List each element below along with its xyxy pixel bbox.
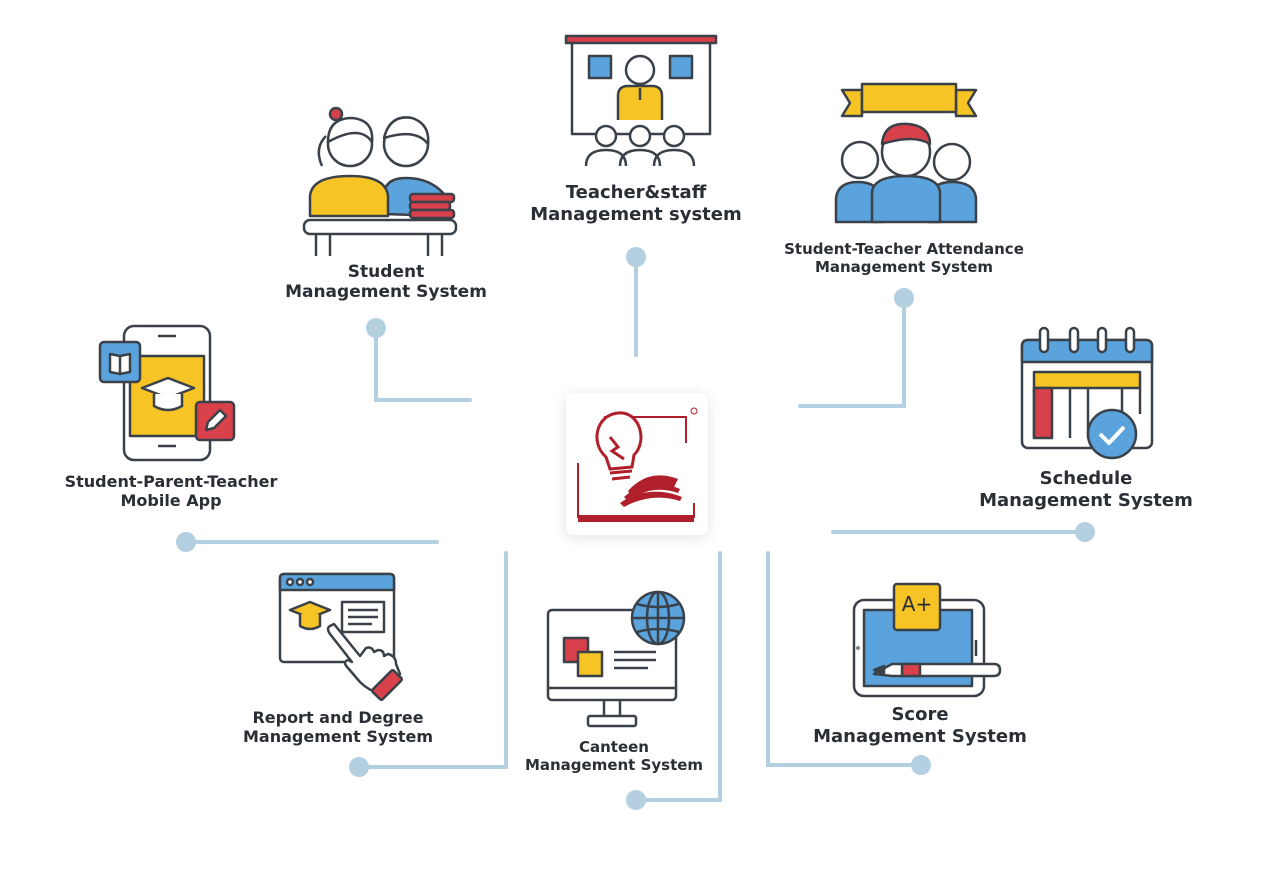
tablet-grade-icon <box>852 582 1002 698</box>
node-score <box>911 755 931 775</box>
connector-report <box>357 551 508 769</box>
browser-click-report-icon <box>278 572 403 701</box>
label-student-line2: Management System <box>285 282 487 303</box>
classroom-presentation-icon <box>564 34 718 167</box>
center-logo-card <box>566 393 708 535</box>
label-canteen: Canteen Management System <box>504 738 724 774</box>
label-attendance-line2: Management System <box>814 258 994 276</box>
node-report <box>349 757 369 777</box>
node-schedule <box>1075 522 1095 542</box>
label-schedule-line1: Schedule <box>1039 468 1133 489</box>
label-report-line1: Report and Degree <box>252 708 424 727</box>
label-attendance: Student-Teacher Attendance Management Sy… <box>770 240 1038 276</box>
students-at-desk-icon <box>302 106 458 256</box>
tablet-education-app-icon <box>98 324 236 462</box>
label-mobile-app: Student-Parent-Teacher Mobile App <box>36 472 306 510</box>
label-mobile-app-line1: Student-Parent-Teacher <box>64 472 278 491</box>
calendar-check-icon <box>1020 326 1154 460</box>
brand-logo-icon <box>577 407 698 522</box>
score-badge-text: A+ <box>901 592 933 616</box>
label-schedule: Schedule Management System <box>956 468 1216 511</box>
label-teacher-staff-line2: Management system <box>530 203 742 225</box>
node-attendance <box>894 288 914 308</box>
node-canteen <box>626 790 646 810</box>
label-score: Score Management System <box>796 704 1044 747</box>
label-attendance-line1: Student-Teacher Attendance <box>784 240 1024 258</box>
connector-student <box>374 327 472 402</box>
label-student: Student Management System <box>266 262 506 303</box>
label-report: Report and Degree Management System <box>220 708 456 746</box>
label-canteen-line1: Canteen <box>578 738 649 756</box>
node-mobile-app <box>176 532 196 552</box>
group-attendance-icon <box>834 82 978 224</box>
connector-attendance <box>798 297 906 408</box>
label-report-line2: Management System <box>243 727 433 747</box>
label-score-line1: Score <box>891 704 949 725</box>
connector-canteen <box>634 551 722 802</box>
label-mobile-app-line2: Mobile App <box>120 491 222 511</box>
label-score-line2: Management System <box>813 725 1027 747</box>
label-teacher-staff-line1: Teacher&staff <box>565 182 707 203</box>
label-teacher-staff: Teacher&staff Management system <box>508 182 764 225</box>
label-schedule-line2: Management System <box>979 489 1193 511</box>
monitor-globe-icon <box>546 590 686 728</box>
node-teacher-staff <box>626 247 646 267</box>
label-student-line1: Student <box>347 262 425 282</box>
connector-score <box>766 551 923 767</box>
label-canteen-line2: Management System <box>524 756 704 774</box>
node-student <box>366 318 386 338</box>
